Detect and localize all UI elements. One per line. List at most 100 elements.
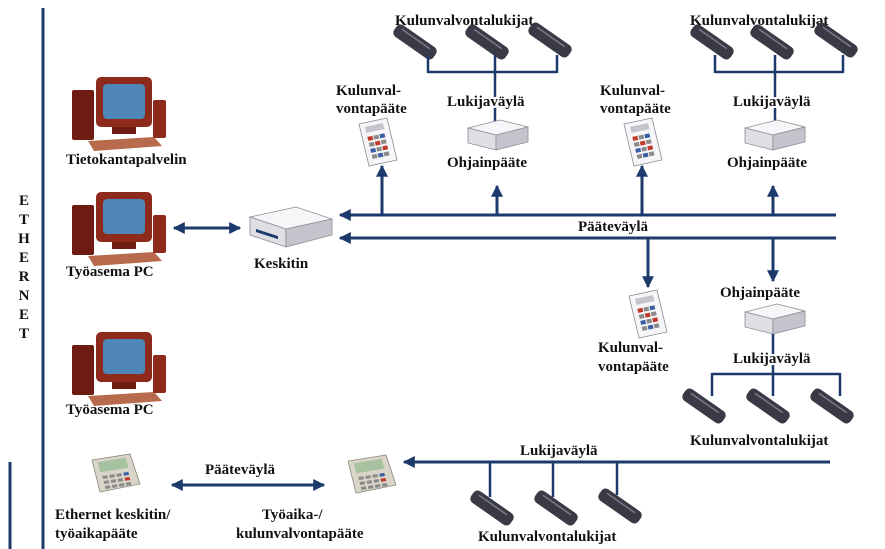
card-reader-highlight [478,494,508,516]
card-reader-highlight [698,28,728,50]
keypad-key [360,486,367,491]
card-reader-body [534,490,578,526]
keypad-key [367,135,374,141]
time-terminal-label-line2: kulunvalvontapääte [236,526,364,542]
keypad-key [118,483,125,487]
card-reader-highlight [542,494,572,516]
keypad-key [373,479,380,483]
pc-tower [72,90,94,140]
keypad-key [638,134,645,140]
keypad-key [111,484,118,488]
top-left-readers-label: Kulunvalvontalukijat [395,13,533,29]
keypad-key [642,152,649,158]
card-reader-highlight [473,28,503,50]
terminal-keypad [364,123,390,159]
controller-unit-icon [467,119,529,151]
workstation-2-label: Työasema PC [66,402,154,418]
keypad-key [647,145,654,151]
controller-unit-icon [744,119,806,151]
lower-controller-label: Ohjainpääte [720,285,800,301]
keypad-key [633,141,640,147]
hub-icon [248,206,334,248]
top-right-access-terminal-label-line1: Kulunval- [600,83,665,99]
card-reader-highlight [401,28,431,50]
card-reader-body [598,488,642,524]
terminal-face [353,458,388,491]
card-reader-body [682,388,726,424]
ethernet-terminal-label-line1: Ethernet keskitin/ [55,507,171,523]
pc-keyboard [88,392,162,406]
lower-access-terminal-label-line1: Kulunval- [598,340,663,356]
keypad-key [648,151,655,157]
card-reader-highlight [690,392,720,414]
keypad-key [110,479,117,483]
pc-speaker [153,215,166,253]
keypad-key [641,325,648,331]
workstation-1-label: Työasema PC [66,264,154,280]
card-reader-highlight [606,492,636,514]
card-reader-body [746,388,790,424]
lower-access-terminal-label-line2: vontapääte [598,359,669,375]
keypad-key [377,152,384,158]
ethernet-terminal-label-line2: työaikapääte [55,526,138,542]
hub-port-slot [256,228,278,240]
pc-monitor-screen [103,84,145,119]
card-reader-highlight [754,392,784,414]
bottom-readers-label: Kulunvalvontalukijat [478,529,616,545]
keypad-key [645,139,652,145]
keypad-key [380,477,387,482]
card-reader-icon [682,388,726,424]
lower-right-reader-bus-label: Lukijaväylä [733,351,811,367]
terminal-display [364,123,385,133]
keypad-key [379,133,386,139]
lower-right-readers-label: Kulunvalvontalukijat [690,433,828,449]
controller-unit-icon [744,303,806,335]
access-control-terminal-icon [628,289,668,339]
card-reader-body [393,24,437,60]
card-reader-body [810,388,854,424]
card-reader-icon [393,24,437,60]
keypad-key [116,473,122,477]
keypad-key [641,146,648,152]
card-reader-icon [598,488,642,524]
card-reader-icon [534,490,578,526]
keypad-key [646,318,653,324]
terminal-display [629,123,650,133]
card-reader-body [470,490,514,526]
pc-speaker [153,100,166,138]
keypad-key [368,141,375,147]
hub-front-right [285,218,333,248]
access-control-terminal-icon [623,117,663,167]
keypad-key [371,153,378,159]
time-attendance-terminal-icon [347,454,397,494]
card-reader-icon [746,388,790,424]
terminal-face [97,457,132,490]
top-right-access-terminal-label-line2: vontapääte [600,101,671,117]
card-reader-highlight [758,28,788,50]
card-reader-icon [690,24,734,60]
terminal-display [97,457,129,473]
controller-side [772,126,806,151]
card-reader-body [465,24,509,60]
terminal-bus-label: Pääteväylä [578,219,648,235]
top-left-access-terminal-label-line1: Kulunval- [336,83,401,99]
keypad-key [632,135,639,141]
keypad-key [367,485,374,489]
pc-monitor-stand [112,127,136,134]
keypad-key [102,475,108,480]
card-reader-body [750,24,794,60]
keypad-key [379,472,385,477]
pc-keyboard [88,252,162,266]
bottom-reader-bus-label: Lukijaväylä [520,443,598,459]
keypad-key [381,482,388,487]
keypad-key [372,474,378,478]
terminal-display [353,458,385,474]
pc-monitor-stand [112,242,136,249]
pc-speaker [153,355,166,393]
keypad-key [647,324,654,330]
card-reader-body [528,22,572,58]
keypad-key [649,305,656,311]
card-reader-highlight [536,26,566,48]
hub-label: Keskitin [254,256,309,272]
pc-monitor-screen [103,339,145,374]
